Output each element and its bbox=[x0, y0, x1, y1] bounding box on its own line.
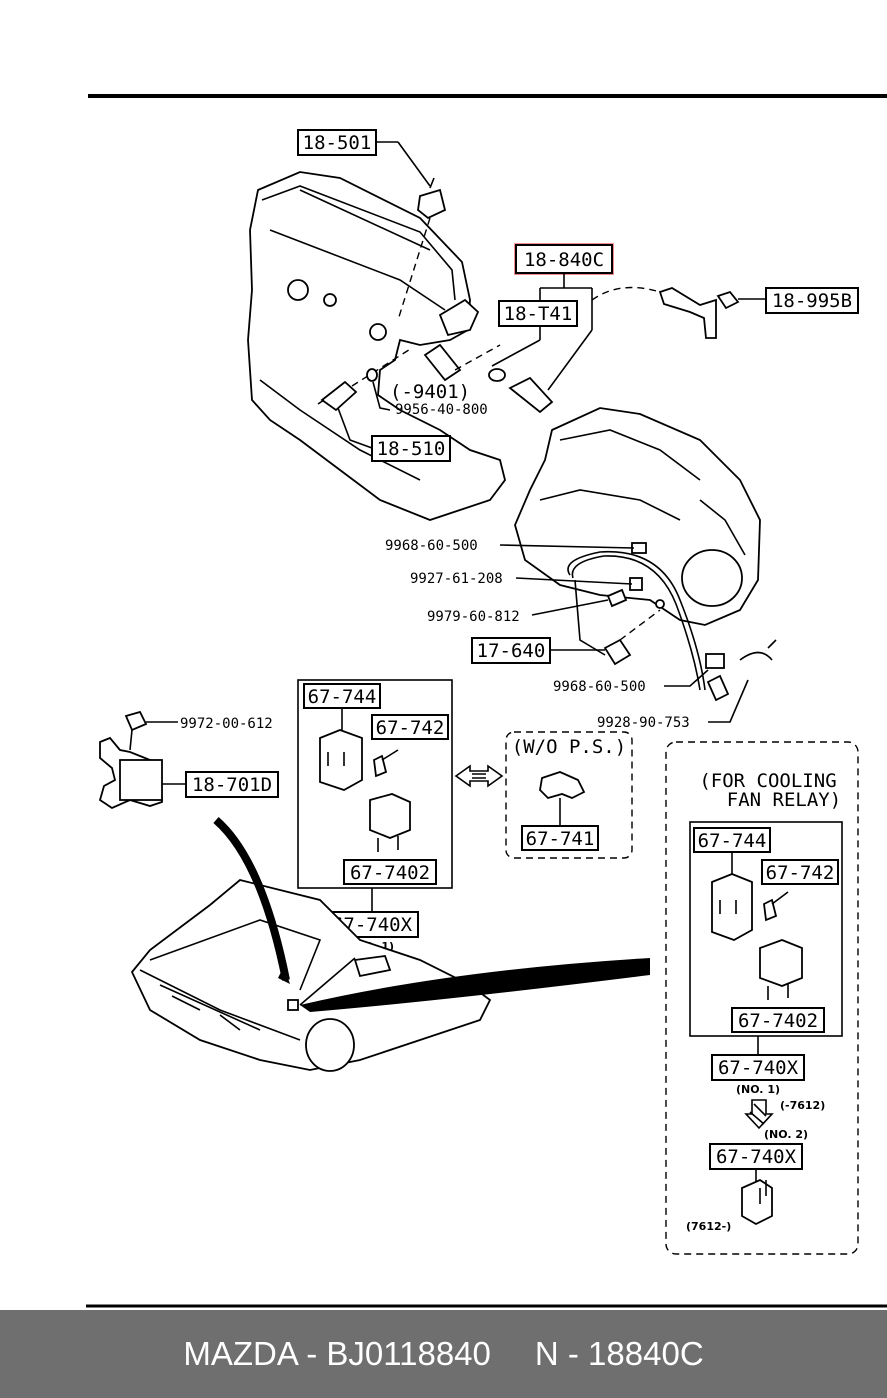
label-67-740x-a: 67-740X bbox=[332, 914, 413, 936]
label-9968-60-500-a: 9968-60-500 bbox=[385, 538, 478, 554]
relay-cover-illustration-a bbox=[319, 729, 411, 852]
label-no1-b: (NO. 1) bbox=[736, 1083, 780, 1096]
label-67-7402-a: 67-7402 bbox=[350, 862, 430, 884]
label-cooling-2: FAN RELAY) bbox=[727, 789, 841, 811]
label-cooling-1: (FOR COOLING bbox=[699, 770, 836, 792]
label-9968-60-500-b: 9968-60-500 bbox=[553, 679, 646, 695]
label-9401: (-9401) bbox=[390, 381, 470, 403]
label-67-7402-b: 67-7402 bbox=[738, 1010, 818, 1032]
label-18-995b: 18-995B bbox=[772, 290, 852, 312]
label-67-740x-b: 67-740X bbox=[718, 1057, 799, 1079]
double-arrow-icon bbox=[454, 764, 504, 788]
label-67-742-b: 67-742 bbox=[766, 862, 835, 884]
bracket-18-701d-illustration bbox=[98, 710, 163, 810]
label-9956-40-800: 9956-40-800 bbox=[395, 402, 488, 418]
label-67-740x-c: 67-740X bbox=[716, 1146, 797, 1168]
label-18-701d: 18-701D bbox=[192, 774, 272, 796]
label-18-501: 18-501 bbox=[303, 132, 372, 154]
parts-diagram: 18-840C 18-501 bbox=[86, 94, 887, 1308]
label-67-741: 67-741 bbox=[526, 828, 595, 850]
sensor-18-501-illustration bbox=[417, 177, 447, 220]
footer-part-number: MAZDA - BJ0118840 bbox=[183, 1335, 491, 1372]
label-9972-00-612: 9972-00-612 bbox=[180, 716, 273, 732]
label-18-510: 18-510 bbox=[377, 438, 446, 460]
footer-reference: N - 18840C bbox=[534, 1335, 704, 1372]
engine-block-illustration bbox=[247, 171, 506, 521]
down-arrow-icon bbox=[744, 1099, 774, 1130]
relay-67-741-illustration bbox=[539, 771, 586, 800]
relay-no2-illustration bbox=[741, 1178, 773, 1226]
connector-9968b-illustration bbox=[705, 639, 777, 702]
label-17-640: 17-640 bbox=[477, 640, 546, 662]
bracket-18-995b-illustration bbox=[658, 287, 740, 339]
car-illustration bbox=[130, 879, 492, 1072]
label-no2: (NO. 2) bbox=[764, 1128, 808, 1141]
label-9927-61-208: 9927-61-208 bbox=[410, 571, 503, 587]
label-18-840c: 18-840C bbox=[524, 249, 604, 271]
label-9928-90-753: 9928-90-753 bbox=[597, 715, 690, 731]
transmission-illustration bbox=[514, 407, 761, 626]
label-18-t41: 18-T41 bbox=[504, 303, 573, 325]
label-67-744-a: 67-744 bbox=[308, 686, 377, 708]
sensor-18-510-illustration bbox=[317, 380, 358, 412]
label-minus-7612: (-7612) bbox=[780, 1099, 825, 1112]
bolt-9979-illustration bbox=[606, 588, 628, 608]
label-7612-plus: (7612-) bbox=[686, 1220, 731, 1233]
relay-cover-illustration-b bbox=[711, 873, 803, 1000]
label-67-744-b: 67-744 bbox=[698, 830, 767, 852]
footer-bar: MAZDA - BJ0118840 N - 18840C bbox=[0, 1310, 887, 1398]
sensor-17-640-illustration bbox=[603, 638, 632, 666]
label-wo-ps: (W/O P.S.) bbox=[512, 736, 626, 758]
label-67-742-a: 67-742 bbox=[376, 717, 445, 739]
sensor-18-840c-illustration bbox=[366, 368, 554, 414]
label-9979-60-812: 9979-60-812 bbox=[427, 609, 520, 625]
